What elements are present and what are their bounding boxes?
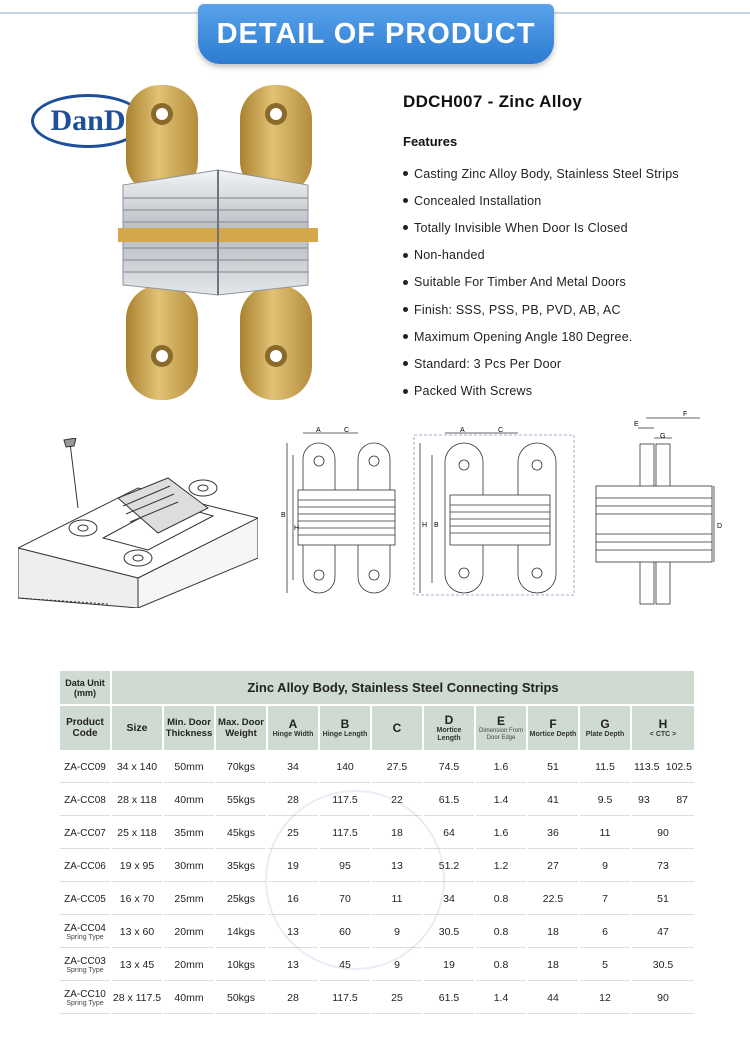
bullet-icon: [403, 334, 408, 340]
dim-label-g: G: [660, 433, 665, 440]
header-banner: DETAIL OF PRODUCT: [0, 0, 750, 72]
table-row: ZA-CC07 25 x 118 35mm 45kgs 25 117.5 18 …: [60, 818, 695, 849]
spec-table: Data Unit (mm) Zinc Alloy Body, Stainles…: [58, 669, 696, 1016]
table-row: ZA-CC08 28 x 118 40mm 55kgs 28 117.5 22 …: [60, 785, 695, 816]
header-size: Size: [112, 706, 162, 750]
hinge-product-image: [118, 85, 318, 400]
installation-drawing: [18, 438, 258, 608]
dim-label-f: F: [683, 411, 687, 418]
side-view-drawing: F E G D: [595, 411, 722, 605]
feature-item: Totally Invisible When Door Is Closed: [403, 214, 679, 241]
dim-label-c: C: [344, 427, 349, 434]
table-row: ZA-CC06 19 x 95 30mm 35kgs 19 95 13 51.2…: [60, 851, 695, 882]
logo-text: DanD: [50, 104, 126, 137]
features-list: Casting Zinc Alloy Body, Stainless Steel…: [403, 160, 679, 405]
table-main-title: Zinc Alloy Body, Stainless Steel Connect…: [112, 671, 695, 704]
feature-item: Packed With Screws: [403, 378, 679, 405]
table-row: ZA-CC09 34 x 140 50mm 70kgs 34 140 27.5 …: [60, 752, 695, 783]
feature-item: Maximum Opening Angle 180 Degree.: [403, 323, 679, 350]
bullet-icon: [403, 279, 408, 285]
bullet-icon: [403, 307, 408, 313]
dim-label-a2: A: [460, 427, 465, 434]
banner-tab: DETAIL OF PRODUCT: [198, 4, 554, 64]
header-c: C: [372, 706, 422, 750]
header-h: H< CTC >: [632, 706, 695, 750]
feature-item: Standard: 3 Pcs Per Door: [403, 350, 679, 377]
bullet-icon: [403, 361, 408, 367]
front-view-drawing-small: A C B H: [281, 427, 396, 594]
dim-label-c2: C: [498, 427, 503, 434]
unit-label-cell: Data Unit (mm): [60, 671, 110, 704]
logo-oval: DanD: [31, 94, 145, 148]
header-code: Product Code: [60, 706, 110, 750]
bullet-icon: [403, 388, 408, 394]
feature-item: Finish: SSS, PSS, PB, PVD, AB, AC: [403, 296, 679, 323]
brand-logo: DanD ®: [31, 86, 155, 148]
dim-label-d: D: [717, 523, 722, 530]
bullet-icon: [403, 171, 408, 177]
bullet-icon: [403, 225, 408, 231]
product-title: DDCH007 - Zinc Alloy: [403, 92, 583, 111]
bullet-icon: [403, 252, 408, 258]
header-weight: Max. Door Weight: [216, 706, 266, 750]
dim-label-a: A: [316, 427, 321, 434]
header-thickness: Min. Door Thickness: [164, 706, 214, 750]
features-heading: Features: [403, 134, 458, 149]
front-view-drawing-large: A C H B: [413, 427, 575, 596]
dim-label-b: B: [281, 512, 286, 519]
banner-title: DETAIL OF PRODUCT: [216, 17, 536, 50]
dim-label-b2: B: [434, 522, 439, 529]
dim-label-e: E: [634, 421, 639, 428]
bullet-icon: [403, 198, 408, 204]
dim-label-h: H: [294, 525, 299, 532]
feature-item: Non-handed: [403, 242, 679, 269]
feature-item: Casting Zinc Alloy Body, Stainless Steel…: [403, 160, 679, 187]
table-row: ZA-CC05 16 x 70 25mm 25kgs 16 70 11 34 0…: [60, 884, 695, 915]
feature-item: Concealed Installation: [403, 187, 679, 214]
feature-item: Suitable For Timber And Metal Doors: [403, 269, 679, 296]
dim-label-h2: H: [422, 522, 427, 529]
